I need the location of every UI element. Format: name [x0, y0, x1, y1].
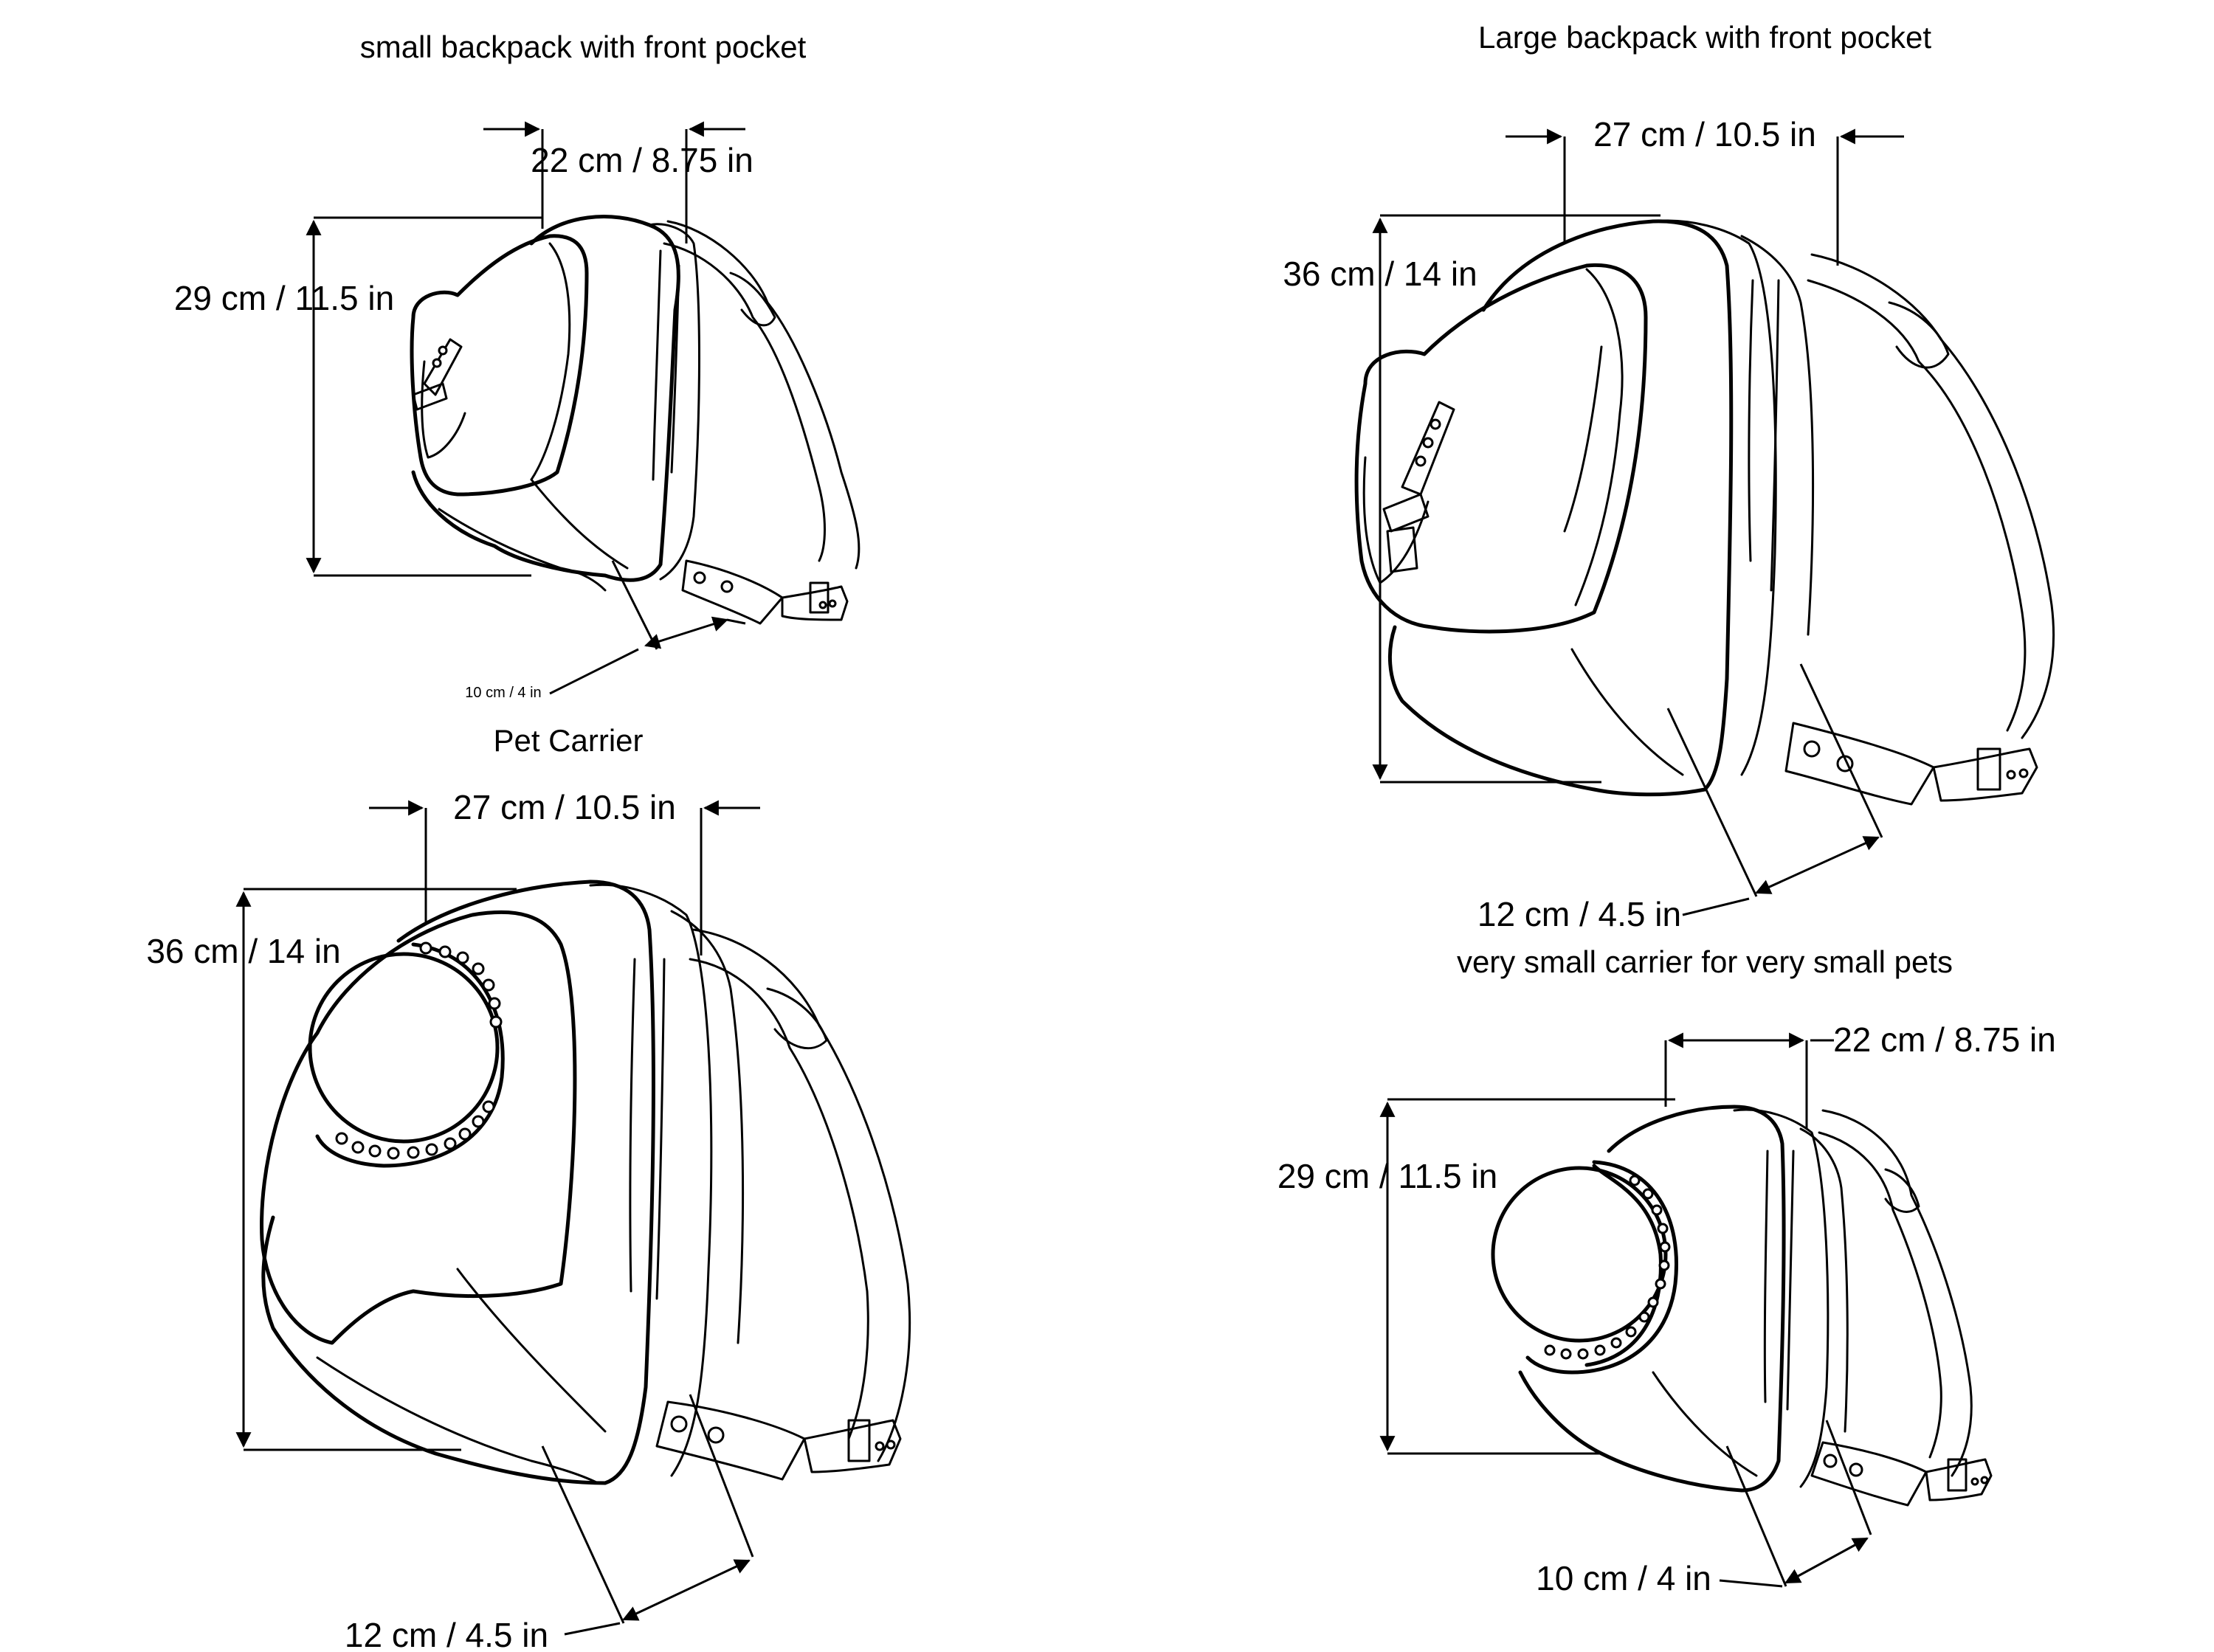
very-small-carrier-depth-dimension: 10 cm / 4 in — [1536, 1420, 1872, 1597]
very-small-carrier-drawing — [1491, 1105, 1993, 1507]
small-backpack-height-label: 29 cm / 11.5 in — [174, 279, 394, 317]
pet-carrier-height-dimension: 36 cm / 14 in — [146, 888, 517, 1451]
very-small-carrier-height-label: 29 cm / 11.5 in — [1277, 1157, 1497, 1195]
very-small-carrier-height-dimension: 29 cm / 11.5 in — [1277, 1098, 1675, 1455]
large-backpack-diagram: Large backpack with front pocket — [1283, 20, 2055, 933]
small-backpack-title: small backpack with front pocket — [360, 30, 807, 64]
pet-carrier-title: Pet Carrier — [493, 723, 643, 758]
small-backpack-width-dimension: 22 cm / 8.75 in — [483, 121, 753, 243]
small-backpack-width-label: 22 cm / 8.75 in — [531, 141, 753, 179]
small-backpack-depth-label: 10 cm / 4 in — [465, 685, 541, 701]
large-backpack-drawing — [1354, 219, 2055, 806]
very-small-carrier-diagram: very small carrier for very small pets — [1277, 944, 2056, 1597]
small-backpack-drawing — [410, 215, 861, 625]
very-small-carrier-title: very small carrier for very small pets — [1457, 944, 1953, 979]
large-backpack-height-label: 36 cm / 14 in — [1283, 255, 1477, 293]
pet-carrier-width-label: 27 cm / 10.5 in — [453, 788, 676, 826]
pet-carrier-width-dimension: 27 cm / 10.5 in — [369, 788, 760, 955]
small-backpack-diagram: small backpack with front pocket — [174, 30, 861, 701]
large-backpack-width-dimension: 27 cm / 10.5 in — [1506, 115, 1904, 266]
very-small-carrier-width-label: 22 cm / 8.75 in — [1833, 1020, 2056, 1059]
large-backpack-title: Large backpack with front pocket — [1478, 20, 1931, 55]
pet-carrier-diagram: Pet Carrier — [146, 723, 911, 1652]
large-backpack-width-label: 27 cm / 10.5 in — [1593, 115, 1816, 153]
large-backpack-height-dimension: 36 cm / 14 in — [1283, 214, 1660, 784]
very-small-carrier-width-dimension: 22 cm / 8.75 in — [1664, 1020, 2056, 1129]
small-backpack-height-dimension: 29 cm / 11.5 in — [174, 216, 542, 577]
pet-carrier-depth-dimension: 12 cm / 4.5 in — [345, 1394, 754, 1652]
pet-carrier-drawing — [260, 879, 911, 1485]
pet-carrier-depth-label: 12 cm / 4.5 in — [345, 1616, 548, 1652]
small-backpack-depth-dimension: 10 cm / 4 in — [465, 560, 746, 701]
large-backpack-depth-label: 12 cm / 4.5 in — [1477, 895, 1681, 933]
very-small-carrier-depth-label: 10 cm / 4 in — [1536, 1559, 1711, 1597]
pet-carrier-height-label: 36 cm / 14 in — [146, 932, 340, 970]
large-backpack-depth-dimension: 12 cm / 4.5 in — [1477, 663, 1883, 933]
